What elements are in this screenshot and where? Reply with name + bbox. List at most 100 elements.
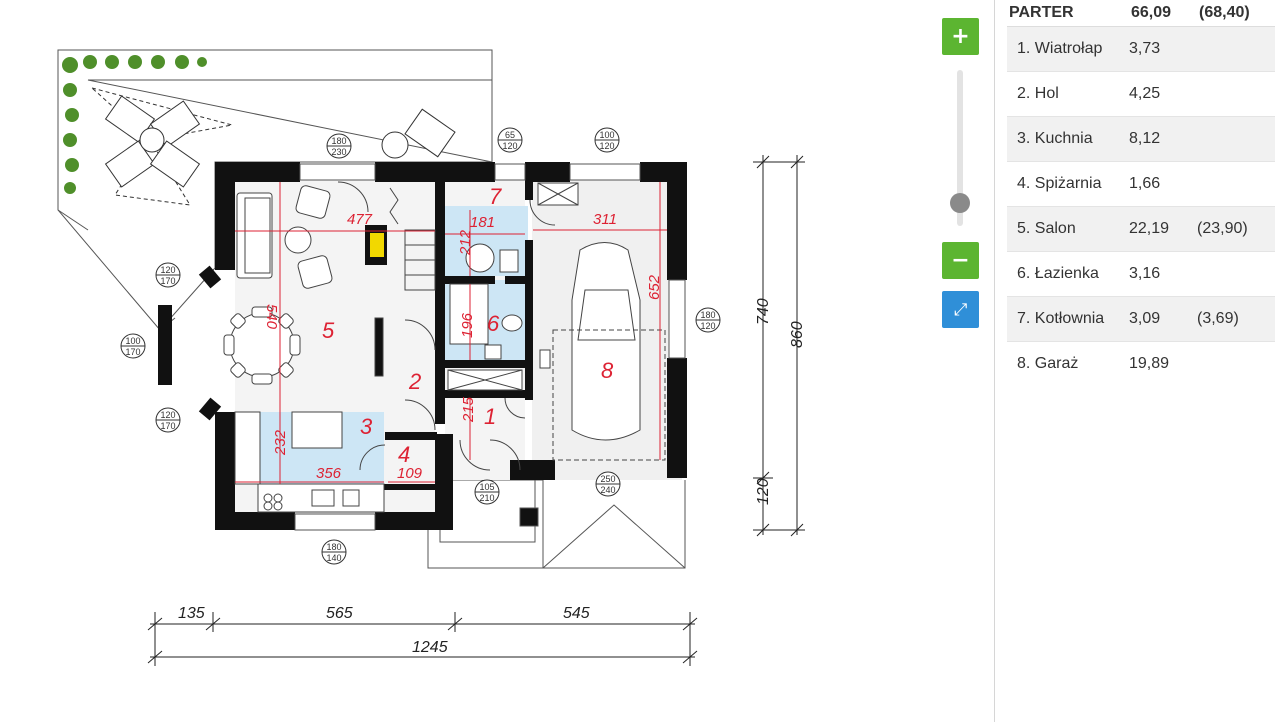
dim-135: 135 <box>178 605 205 622</box>
room-number-6: 6 <box>487 311 500 336</box>
dim-540: 540 <box>263 304 280 330</box>
dim-232: 232 <box>272 429 289 456</box>
dim-311: 311 <box>593 211 617 228</box>
zoom-out-button[interactable]: − <box>942 242 979 279</box>
room-name: 3. Kuchnia <box>1017 130 1093 147</box>
total-area-alt: (68,40) <box>1199 4 1250 21</box>
window-tag: 100 120 <box>594 127 620 153</box>
svg-text:240: 240 <box>600 485 615 495</box>
doors <box>337 181 556 471</box>
dim-652: 652 <box>646 274 663 300</box>
room-number-5: 5 <box>322 318 335 343</box>
room-area-alt: (3,69) <box>1197 310 1239 327</box>
table-row: 2. Hol 4,25 <box>1007 72 1275 117</box>
openings <box>294 163 686 531</box>
table-row: 8. Garaż 19,89 <box>1007 342 1275 386</box>
dim-212: 212 <box>457 229 474 256</box>
window-tag: 180 140 <box>321 539 347 565</box>
fullscreen-button[interactable]: ⤢ <box>942 291 979 328</box>
room-area-alt: (23,90) <box>1197 220 1248 237</box>
dim-196: 196 <box>459 312 476 338</box>
outer-dimension-lines <box>147 155 805 666</box>
room-numbers: 1 2 3 4 5 6 7 8 <box>322 184 614 467</box>
room-number-1: 1 <box>484 404 496 429</box>
room-name: 8. Garaż <box>1017 355 1079 372</box>
room-name: 4. Spiżarnia <box>1017 175 1102 192</box>
window-tag: 120 170 <box>155 262 181 288</box>
room-dimension-labels: 477 181 311 212 540 196 652 215 232 356 … <box>263 211 663 482</box>
room-name: 2. Hol <box>1017 85 1059 102</box>
svg-text:170: 170 <box>125 347 140 357</box>
window-tag: 180 120 <box>695 307 721 333</box>
room-name: 6. Łazienka <box>1017 265 1099 282</box>
room-area: 3,73 <box>1129 40 1161 57</box>
dim-215: 215 <box>460 396 477 423</box>
dim-120: 120 <box>755 478 772 505</box>
room-area: 4,25 <box>1129 85 1161 102</box>
window-tag: 105 210 <box>474 479 500 505</box>
room-area: 3,09 <box>1129 310 1161 327</box>
svg-text:210: 210 <box>479 493 494 503</box>
zoom-slider-handle[interactable] <box>950 193 970 213</box>
svg-text:120: 120 <box>160 265 175 275</box>
window-tag: 250 240 <box>595 471 621 497</box>
stairs <box>389 187 436 291</box>
svg-text:250: 250 <box>600 474 615 484</box>
entrance-area <box>427 479 686 569</box>
room-area: 3,16 <box>1129 265 1161 282</box>
window-tag: 65 120 <box>497 127 523 153</box>
room-area: 8,12 <box>1129 130 1161 147</box>
zoom-slider-track[interactable] <box>957 70 963 226</box>
dim-477: 477 <box>347 211 373 228</box>
room-area: 19,89 <box>1129 355 1170 372</box>
window-tags: 180 230 65 120 100 120 120 170 100 170 1… <box>120 127 721 565</box>
room-number-7: 7 <box>489 184 502 209</box>
table-row: 1. Wiatrołap 3,73 <box>1007 27 1275 72</box>
plants-decoration <box>62 55 207 194</box>
svg-text:140: 140 <box>326 553 341 563</box>
room-number-2: 2 <box>408 369 421 394</box>
table-row: 3. Kuchnia 8,12 <box>1007 117 1275 162</box>
svg-text:230: 230 <box>331 147 346 157</box>
svg-text:120: 120 <box>599 141 614 151</box>
svg-text:120: 120 <box>502 141 517 151</box>
svg-text:180: 180 <box>326 542 341 552</box>
table-row: 5. Salon 22,19 (23,90) <box>1007 207 1275 252</box>
table-header: PARTER 66,09 (68,40) <box>1007 0 1275 27</box>
table-row: 7. Kotłownia 3,09 (3,69) <box>1007 297 1275 342</box>
svg-text:105: 105 <box>479 482 494 492</box>
room-area: 1,66 <box>1129 175 1161 192</box>
svg-text:180: 180 <box>331 136 346 146</box>
dim-565: 565 <box>326 605 353 622</box>
floor-plan-viewer[interactable]: 477 181 311 212 540 196 652 215 232 356 … <box>0 0 940 722</box>
room-name: 7. Kotłownia <box>1017 310 1105 327</box>
expand-icon: ⤢ <box>953 299 968 320</box>
window-tag: 120 170 <box>155 407 181 433</box>
svg-text:120: 120 <box>160 410 175 420</box>
svg-text:100: 100 <box>125 336 140 346</box>
room-number-3: 3 <box>360 414 373 439</box>
dim-1245: 1245 <box>412 639 448 656</box>
dim-109: 109 <box>397 465 423 482</box>
svg-text:170: 170 <box>160 276 175 286</box>
room-area-table: PARTER 66,09 (68,40) 1. Wiatrołap 3,73 2… <box>1007 0 1275 386</box>
svg-text:120: 120 <box>700 321 715 331</box>
furniture <box>223 182 666 513</box>
walls <box>158 162 687 530</box>
dim-181: 181 <box>470 214 495 231</box>
room-number-8: 8 <box>601 358 614 383</box>
outer-dimension-labels: 135 565 545 1245 740 860 120 <box>178 298 806 656</box>
zoom-in-button[interactable]: + <box>942 18 979 55</box>
dim-356: 356 <box>316 465 342 482</box>
svg-text:100: 100 <box>599 130 614 140</box>
floor-plan: 477 181 311 212 540 196 652 215 232 356 … <box>57 49 806 666</box>
total-area: 66,09 <box>1131 4 1172 21</box>
svg-text:65: 65 <box>505 130 515 140</box>
room-dimension-lines <box>235 182 667 484</box>
dim-545: 545 <box>563 605 590 622</box>
table-row: 4. Spiżarnia 1,66 <box>1007 162 1275 207</box>
window-tag: 180 230 <box>326 133 352 159</box>
room-area: 22,19 <box>1129 220 1170 237</box>
window-tag: 100 170 <box>120 333 146 359</box>
svg-text:180: 180 <box>700 310 715 320</box>
